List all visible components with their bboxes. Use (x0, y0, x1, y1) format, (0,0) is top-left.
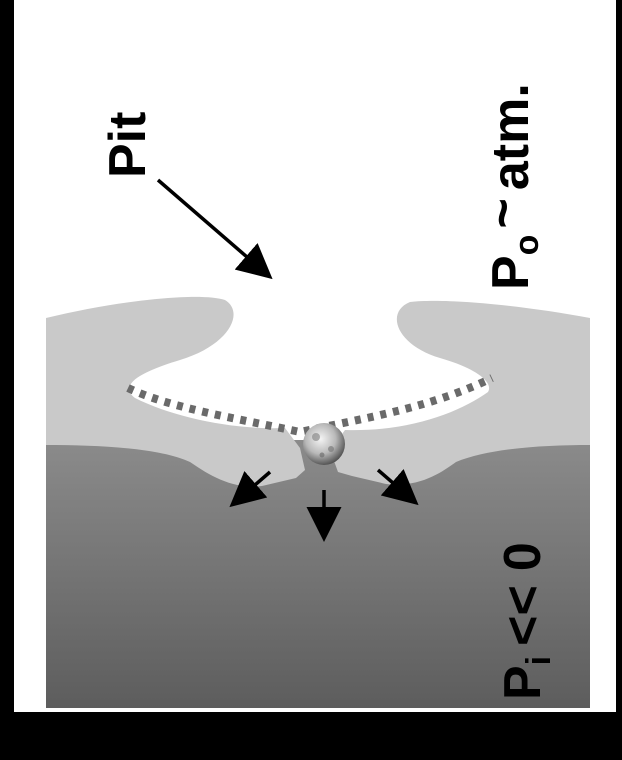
outer-pressure-relation: ~ (474, 198, 532, 228)
inner-pressure-relation: << (494, 585, 552, 646)
svg-text:Pi<<0: Pi << 0 (494, 542, 558, 700)
particle (303, 423, 345, 465)
inner-pressure-value: 0 (494, 542, 552, 571)
moon-sphere-icon (303, 423, 345, 465)
inner-pressure-subscript: i (520, 656, 558, 665)
outer-pressure-label: Po ~ atm. (474, 83, 546, 290)
inner-pressure-label: Pi << 0 (494, 542, 558, 700)
svg-text:Po~atm.: Po ~ atm. (474, 83, 546, 290)
inner-pressure-symbol: P (494, 665, 552, 700)
pit-pointer-arrow (158, 180, 262, 270)
outer-pressure-symbol: P (482, 255, 540, 290)
pit-label: Pit (99, 112, 157, 178)
outer-pressure-subscript: o (508, 235, 546, 256)
outer-pressure-value: atm. (482, 83, 540, 190)
